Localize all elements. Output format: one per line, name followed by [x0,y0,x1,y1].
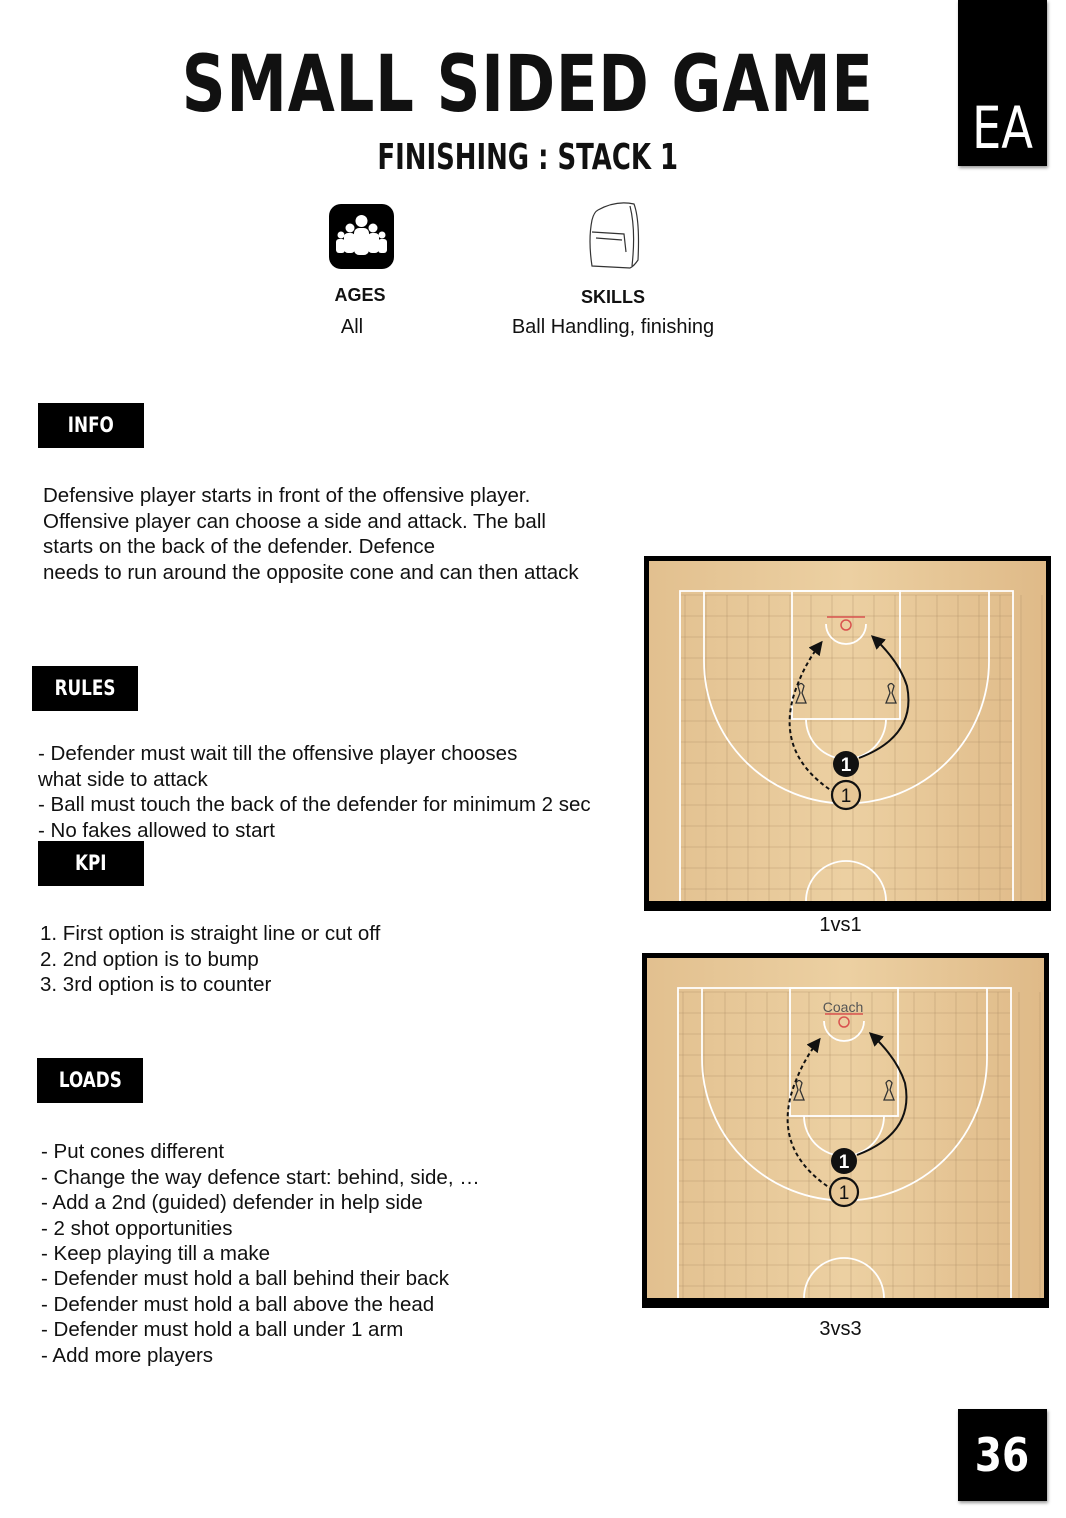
court-grid [678,991,1041,1298]
loads-tag: LOADS [37,1058,143,1103]
kpi-text: 1. First option is straight line or cut … [40,922,381,997]
kpi-tag: KPI [38,841,144,886]
page-title: SMALL SIDED GAME [181,40,874,130]
skills-label: SKILLS [580,287,645,307]
svg-text:1: 1 [839,1183,850,1204]
svg-text:1: 1 [841,755,852,776]
ages-value: All [340,316,364,338]
hoop [838,1016,850,1028]
group-icon [329,204,394,269]
dribble-path [858,635,910,759]
offensive-player: 1 [831,1148,857,1174]
backpack-icon [586,200,642,270]
defender-path [788,640,836,794]
info-text: Defensive player starts in front of the … [43,484,579,584]
defensive-player: 1 [830,779,862,811]
ea-logo: EA [958,0,1047,166]
rules-text: - Defender must wait till the offensive … [38,742,591,842]
defender-path [786,1037,834,1191]
svg-text:1: 1 [839,1152,850,1173]
diagram-caption: 1vs1 [819,914,862,936]
offensive-player: 1 [833,751,859,777]
page-subtitle: FINISHING : STACK 1 [377,137,679,178]
ages-label: AGES [334,285,386,305]
dribble-path [856,1032,908,1156]
loads-text: - Put cones different- Change the way de… [41,1140,480,1367]
skills-value: Ball Handling, finishing [511,316,715,338]
defensive-player: 1 [828,1176,860,1208]
rules-tag: RULES [32,666,138,711]
diagram-caption: 3vs3 [819,1318,862,1340]
court-diagram-3vs3: Coach 1 1 [642,953,1049,1308]
hoop [840,619,852,631]
logo-text: EA [971,94,1034,162]
cone-icon [793,1079,895,1101]
page-number: 36 [958,1409,1047,1501]
info-tag: INFO [38,403,144,448]
cone-icon [795,682,897,704]
coach-label: Coach [823,999,863,1015]
svg-text:1: 1 [841,786,852,807]
